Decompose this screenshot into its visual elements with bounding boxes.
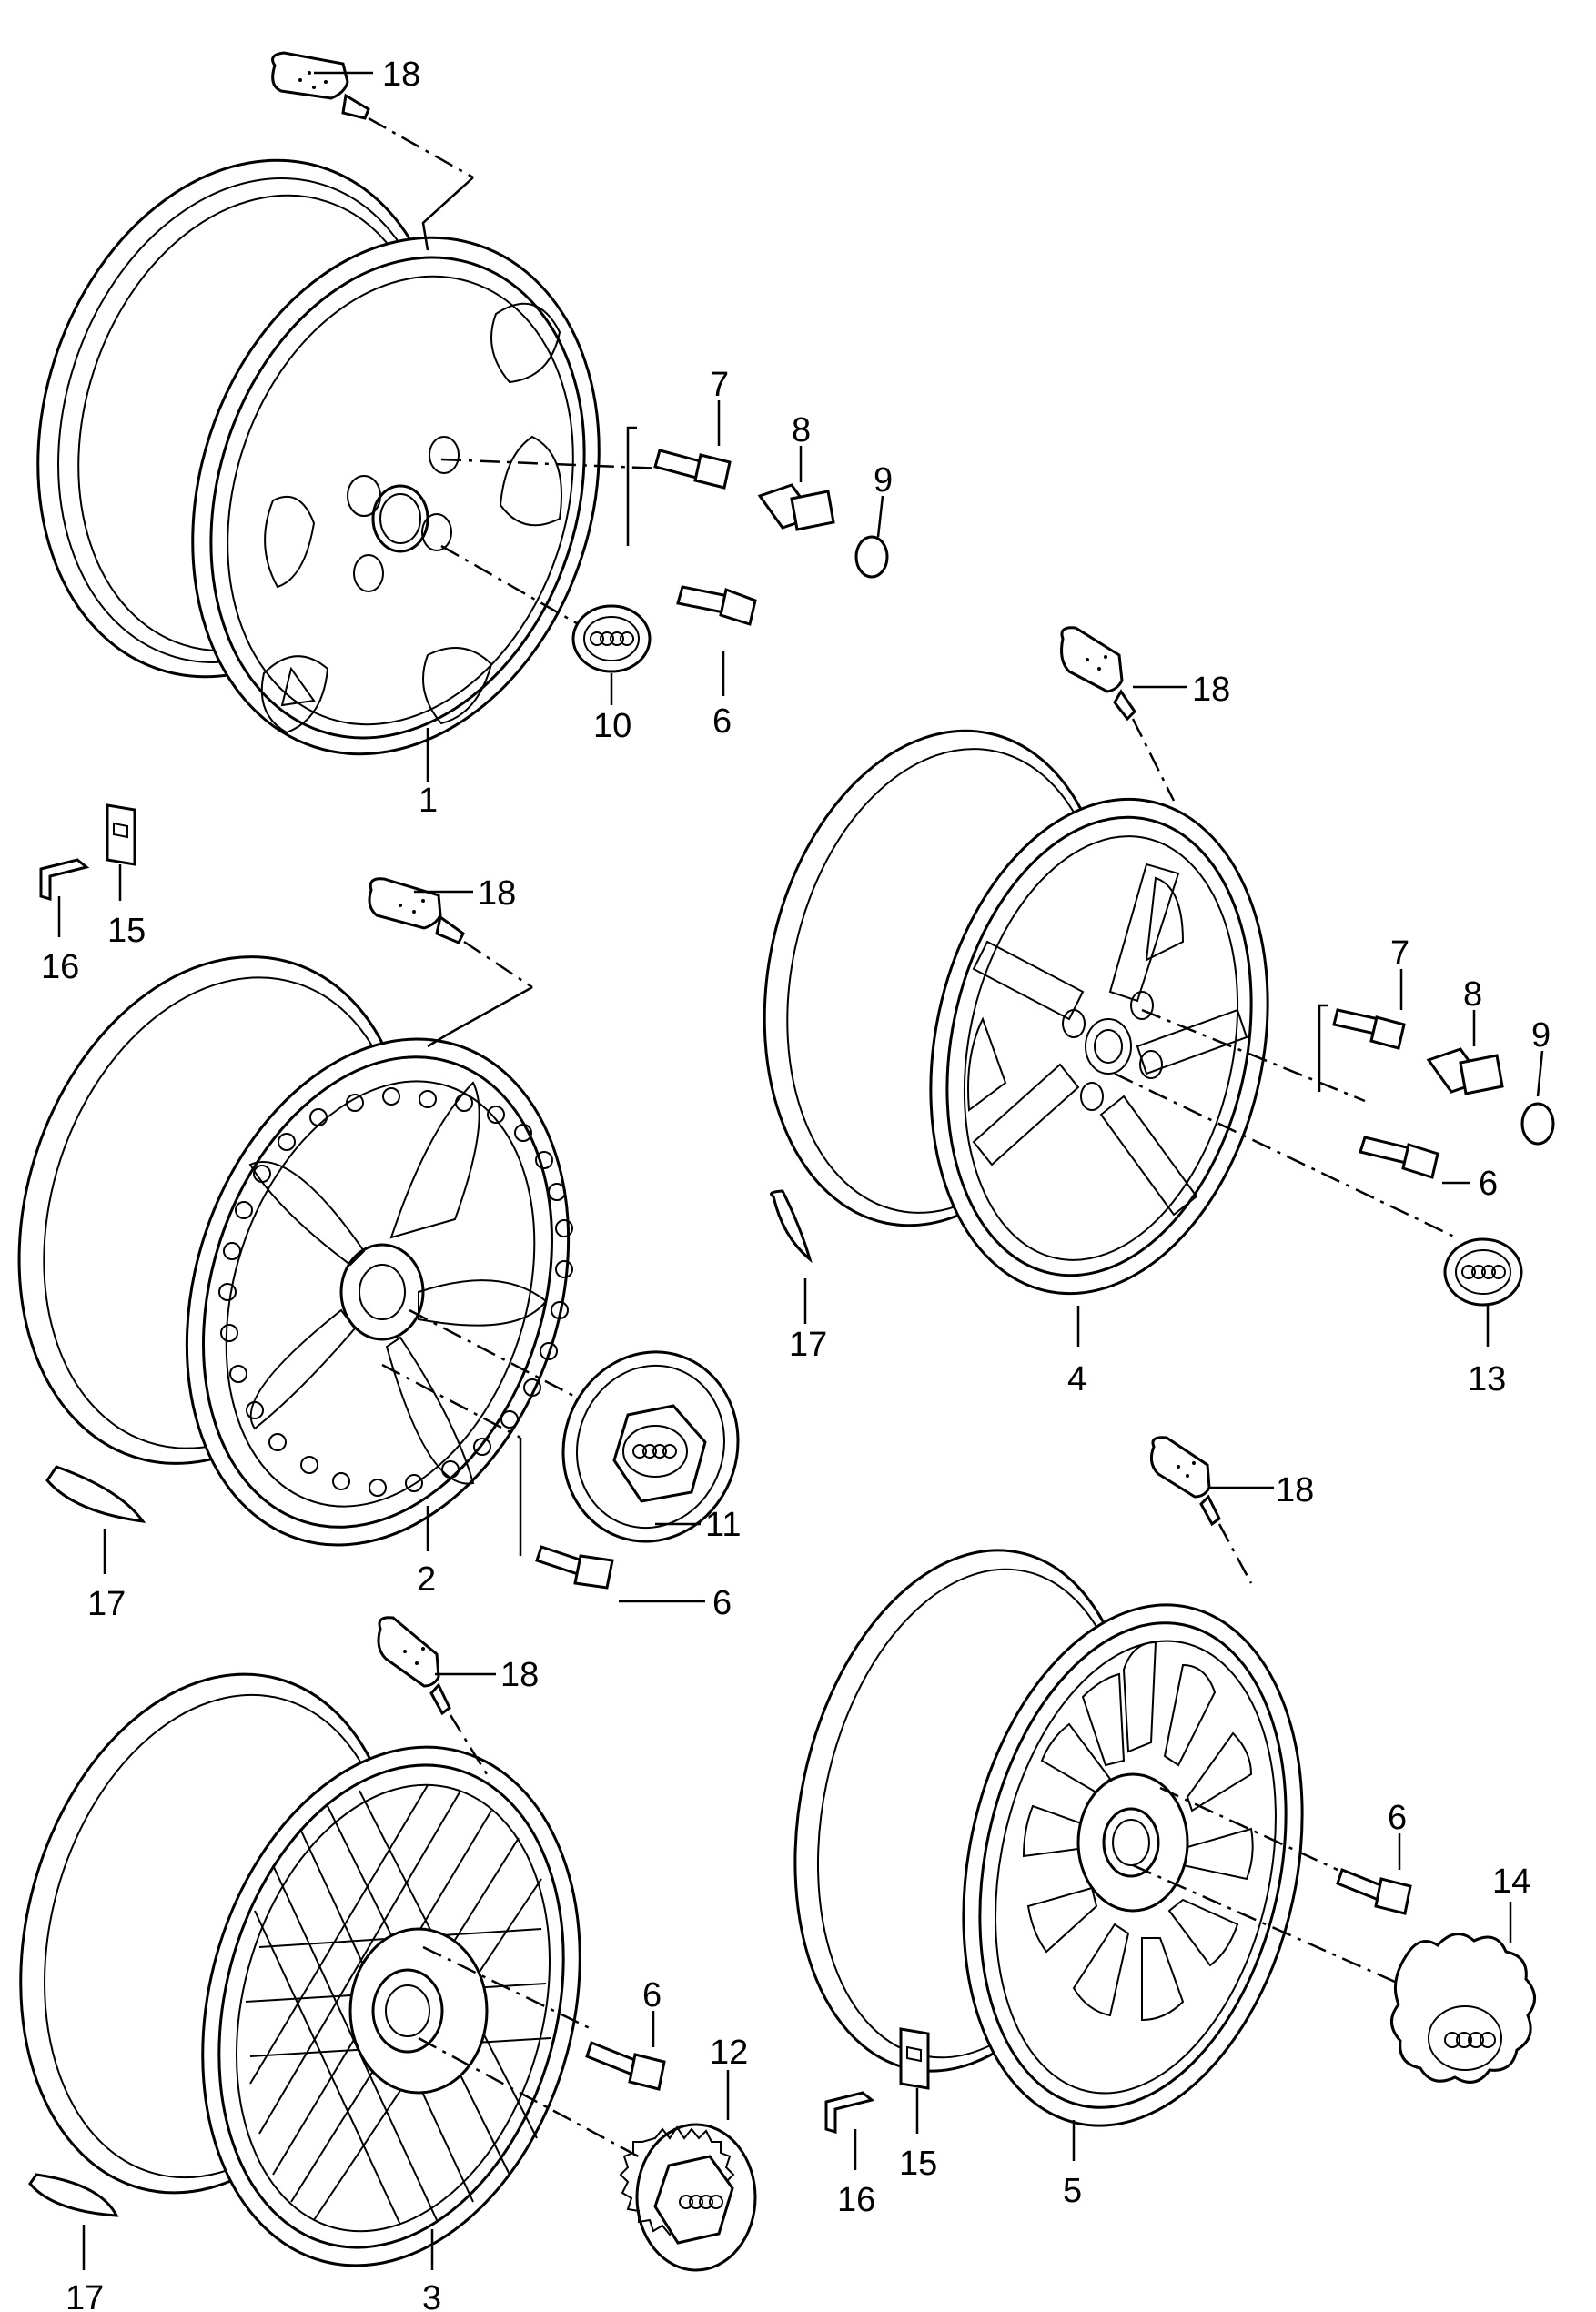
rim-screws bbox=[218, 1087, 573, 1497]
rim-2 bbox=[17, 955, 571, 1547]
callout-6-w4: 6 bbox=[1479, 1165, 1498, 1203]
callout-9-w4: 9 bbox=[1531, 1016, 1551, 1055]
balance-weight-17-w3: 17 bbox=[28, 2173, 119, 2312]
callout-11-w2: 11 bbox=[705, 1506, 741, 1544]
callout-5-w5: 5 bbox=[1063, 2172, 1082, 2210]
callout-6-w2: 6 bbox=[712, 1584, 732, 1622]
callout-18-w3: 18 bbox=[500, 1656, 539, 1694]
hubcap-11: 11 bbox=[409, 1308, 741, 1544]
bolt-set-4: 7 8 9 6 bbox=[1141, 934, 1555, 1203]
callout-1-w1: 1 bbox=[419, 782, 438, 820]
bolt-6-w5: 6 bbox=[1159, 1786, 1412, 1915]
callout-6-w1: 6 bbox=[712, 702, 732, 741]
callout-17-w3: 17 bbox=[66, 2279, 104, 2312]
callout-18-w4: 18 bbox=[1192, 671, 1230, 709]
bolt-6-w3: 6 bbox=[422, 1945, 666, 2091]
wheel-2-assembly: 18 11 6 17 2 bbox=[17, 874, 741, 1623]
callout-2-w2: 2 bbox=[417, 1560, 436, 1599]
callout-15-lower: 15 bbox=[899, 2145, 937, 2183]
callout-17-w4: 17 bbox=[789, 1326, 827, 1364]
valve-stem-1 bbox=[271, 51, 474, 251]
callout-18-w1: 18 bbox=[382, 56, 420, 94]
callout-6-w3: 6 bbox=[642, 1976, 662, 2014]
callout-13-w4: 13 bbox=[1468, 1360, 1506, 1398]
callout-14-w5: 14 bbox=[1492, 1863, 1530, 1901]
callout-8-w1: 8 bbox=[792, 411, 811, 449]
callout-17-w2: 17 bbox=[87, 1585, 126, 1623]
callout-16-upper: 16 bbox=[41, 948, 79, 986]
valve-stem-3: 18 bbox=[377, 1616, 539, 1775]
callout-6-w5: 6 bbox=[1388, 1799, 1407, 1837]
bolt-set-1 bbox=[440, 426, 889, 639]
wheel-5-assembly: 18 6 14 16 15 5 bbox=[793, 1436, 1536, 2219]
hubcap-12: 12 bbox=[418, 2034, 757, 2272]
hubcap-14: 14 bbox=[1132, 1863, 1536, 2084]
rim-4 bbox=[763, 729, 1269, 1296]
clips-lower: 16 15 bbox=[824, 2027, 937, 2219]
wheel-3-assembly: 18 6 12 17 3 bbox=[19, 1616, 757, 2312]
wheel-1-assembly: 18 7 8 9 6 10 1 bbox=[36, 51, 893, 820]
balance-weight-17-w4: 17 bbox=[770, 1189, 827, 1364]
callout-15-upper: 15 bbox=[107, 912, 146, 950]
callout-7-w4: 7 bbox=[1390, 934, 1409, 973]
callout-3-w3: 3 bbox=[422, 2279, 441, 2312]
valve-stem-2: 18 bbox=[368, 874, 533, 1048]
clips-upper: 16 15 bbox=[39, 803, 146, 986]
hubcap-10 bbox=[571, 604, 652, 673]
valve-stem-5: 18 bbox=[1149, 1436, 1314, 1584]
callout-12-w3: 12 bbox=[710, 2034, 748, 2072]
callout-9-w1: 9 bbox=[874, 461, 893, 500]
rim-3 bbox=[19, 1672, 581, 2267]
bolt-6-w2: 6 bbox=[381, 1363, 732, 1622]
hubcap-13: 13 bbox=[1114, 1072, 1523, 1398]
callout-8-w4: 8 bbox=[1463, 975, 1482, 1014]
callout-4-w4: 4 bbox=[1067, 1360, 1086, 1398]
balance-weight-17-w2: 17 bbox=[45, 1465, 146, 1623]
rim-1 bbox=[36, 158, 601, 756]
valve-stem-4: 18 bbox=[1060, 626, 1230, 802]
callout-16-lower: 16 bbox=[837, 2181, 875, 2219]
rim-5 bbox=[793, 1549, 1304, 2127]
wheel-4-assembly: 18 7 8 9 6 13 bbox=[763, 626, 1555, 1398]
callout-10-w1: 10 bbox=[593, 707, 631, 745]
callout-18-w2: 18 bbox=[478, 874, 516, 913]
callout-18-w5: 18 bbox=[1276, 1471, 1314, 1509]
callout-7-w1: 7 bbox=[710, 366, 729, 404]
